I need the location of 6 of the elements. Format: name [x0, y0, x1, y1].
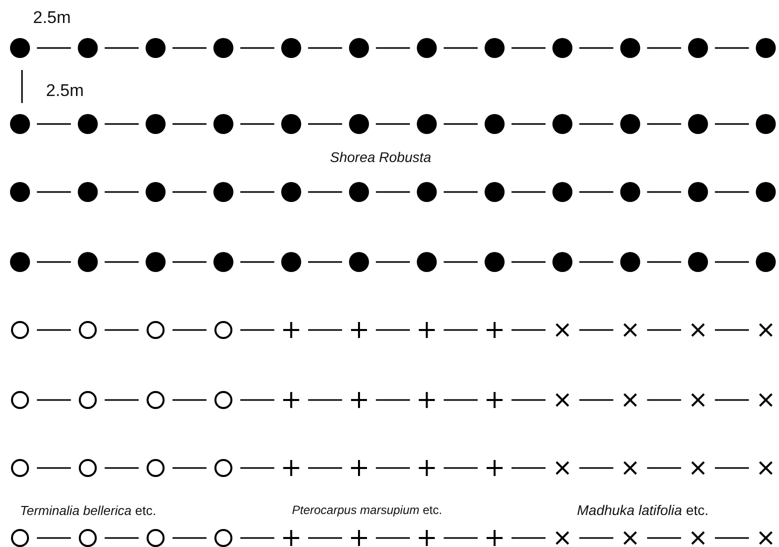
species-label: Pterocarpus marsupium etc.	[292, 504, 442, 516]
dimension-label: 2.5m	[33, 9, 71, 26]
species-label: Shorea Robusta	[330, 150, 432, 164]
species-label: Madhuka latifolia etc.	[577, 503, 709, 517]
species-label: Terminalia bellerica etc.	[20, 504, 156, 517]
dimension-label: 2.5m	[46, 82, 84, 99]
